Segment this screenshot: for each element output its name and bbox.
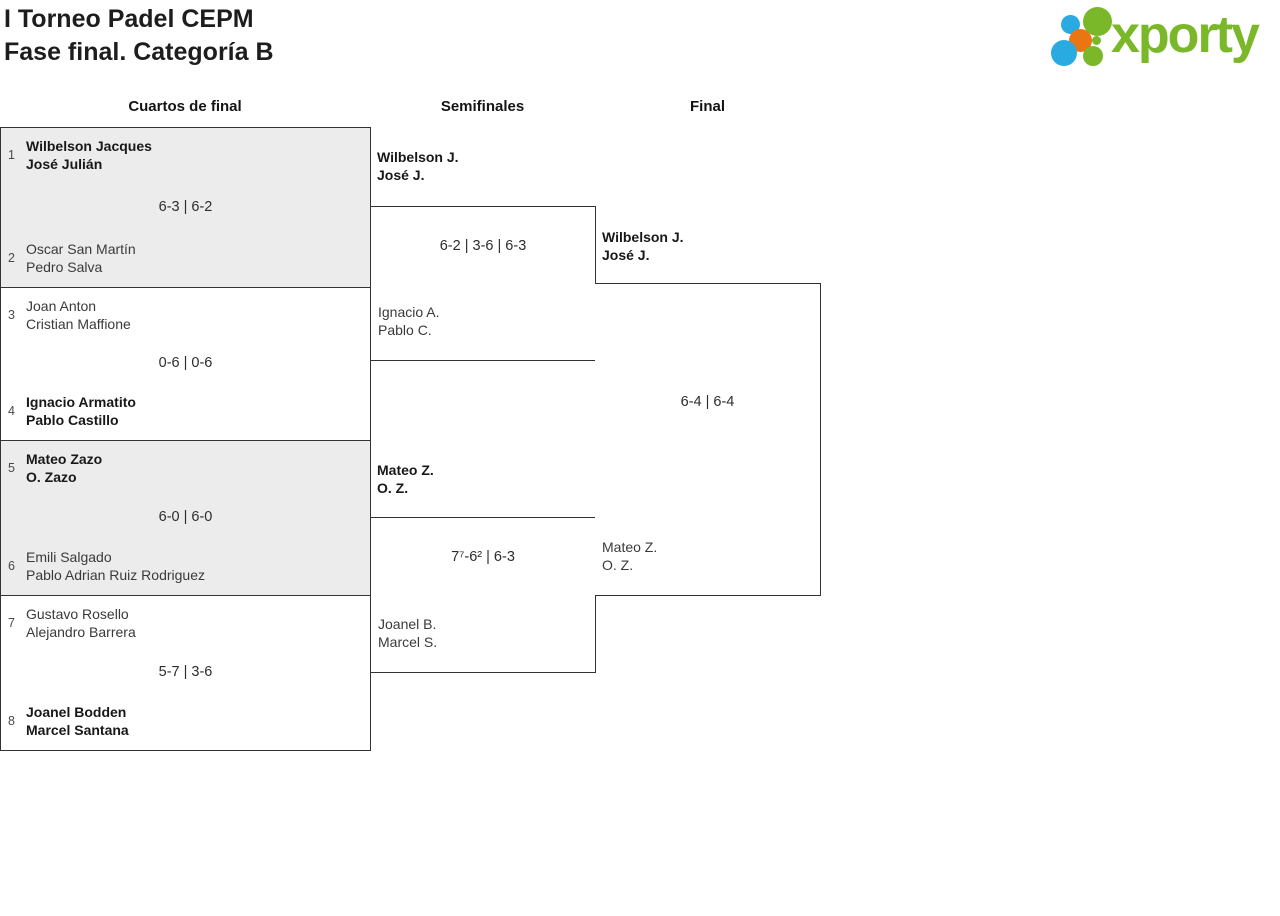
team-names: Wilbelson Jacques José Julián [26, 138, 152, 172]
semifinal-2-advancing-team: Mateo Z. O. Z. [377, 462, 434, 496]
team-names: Joanel B. Marcel S. [378, 616, 438, 650]
team-slot: 4 Ignacio Armatito Pablo Castillo [1, 393, 370, 429]
seed-number: 3 [8, 308, 15, 322]
seed-number: 1 [8, 148, 15, 162]
team-names: Ignacio A. Pablo C. [378, 304, 440, 338]
seed-number: 2 [8, 251, 15, 265]
match-score: 6-4 | 6-4 [680, 394, 735, 410]
logo-dot-icon [1051, 40, 1077, 66]
team-names: Oscar San Martín Pedro Salva [26, 241, 136, 275]
team-names: Gustavo Rosello Alejandro Barrera [26, 606, 136, 640]
logo-dot-icon [1083, 46, 1103, 66]
semifinal-match-1: 6-2 | 3-6 | 6-3 Ignacio A. Pablo C. [370, 206, 596, 361]
xporty-wordmark: xporty [1111, 6, 1260, 64]
semifinal-1-advancing-team: Wilbelson J. José J. [377, 149, 459, 183]
page-title: I Torneo Padel CEPM Fase final. Categorí… [4, 3, 274, 69]
seed-number: 4 [8, 404, 15, 418]
match-score: 5-7 | 3-6 [158, 664, 213, 680]
column-header-cuartos: Cuartos de final [128, 98, 242, 115]
team-slot: 2 Oscar San Martín Pedro Salva [1, 240, 370, 276]
match-score: 7⁷-6² | 6-3 [451, 549, 515, 565]
team-slot: 8 Joanel Bodden Marcel Santana [1, 703, 370, 739]
match-score: 0-6 | 0-6 [158, 355, 213, 371]
quarterfinal-match-4: 7 Gustavo Rosello Alejandro Barrera 5-7 … [0, 595, 371, 751]
final-top-team: Wilbelson J. José J. [602, 229, 684, 263]
team-slot: 1 Wilbelson Jacques José Julián [1, 137, 370, 173]
team-slot: 6 Emili Salgado Pablo Adrian Ruiz Rodrig… [1, 548, 370, 584]
team-slot: 7 Gustavo Rosello Alejandro Barrera [1, 605, 370, 641]
column-header-semifinales: Semifinales [440, 98, 525, 115]
phase-category: Fase final. Categoría B [4, 38, 274, 66]
match-score: 6-3 | 6-2 [158, 198, 213, 215]
quarterfinal-match-1: 1 Wilbelson Jacques José Julián 6-3 | 6-… [0, 127, 371, 288]
match-score: 6-0 | 6-0 [158, 509, 213, 525]
final-match: 6-4 | 6-4 Mateo Z. O. Z. [595, 283, 821, 596]
team-names: Emili Salgado Pablo Adrian Ruiz Rodrigue… [26, 549, 205, 583]
team-slot: 3 Joan Anton Cristian Maffione [1, 297, 370, 333]
seed-number: 7 [8, 616, 15, 630]
team-names: Joan Anton Cristian Maffione [26, 298, 131, 332]
team-names: Mateo Z. O. Z. [602, 539, 658, 573]
logo-dot-icon [1092, 36, 1101, 45]
team-names: Ignacio Armatito Pablo Castillo [26, 394, 136, 428]
seed-number: 5 [8, 461, 15, 475]
quarterfinal-match-2: 3 Joan Anton Cristian Maffione 0-6 | 0-6… [0, 287, 371, 441]
tournament-name: I Torneo Padel CEPM [4, 5, 254, 33]
column-header-final: Final [689, 98, 725, 115]
team-names: Mateo Zazo O. Zazo [26, 451, 103, 485]
seed-number: 8 [8, 714, 15, 728]
seed-number: 6 [8, 559, 15, 573]
team-slot: 5 Mateo Zazo O. Zazo [1, 450, 370, 486]
semifinal-match-2: 7⁷-6² | 6-3 Joanel B. Marcel S. [370, 517, 596, 673]
match-score: 6-2 | 3-6 | 6-3 [439, 238, 527, 254]
team-names: Joanel Bodden Marcel Santana [26, 704, 129, 738]
quarterfinal-match-3: 5 Mateo Zazo O. Zazo 6-0 | 6-0 6 Emili S… [0, 440, 371, 596]
xporty-logo: xporty [1045, 2, 1280, 72]
